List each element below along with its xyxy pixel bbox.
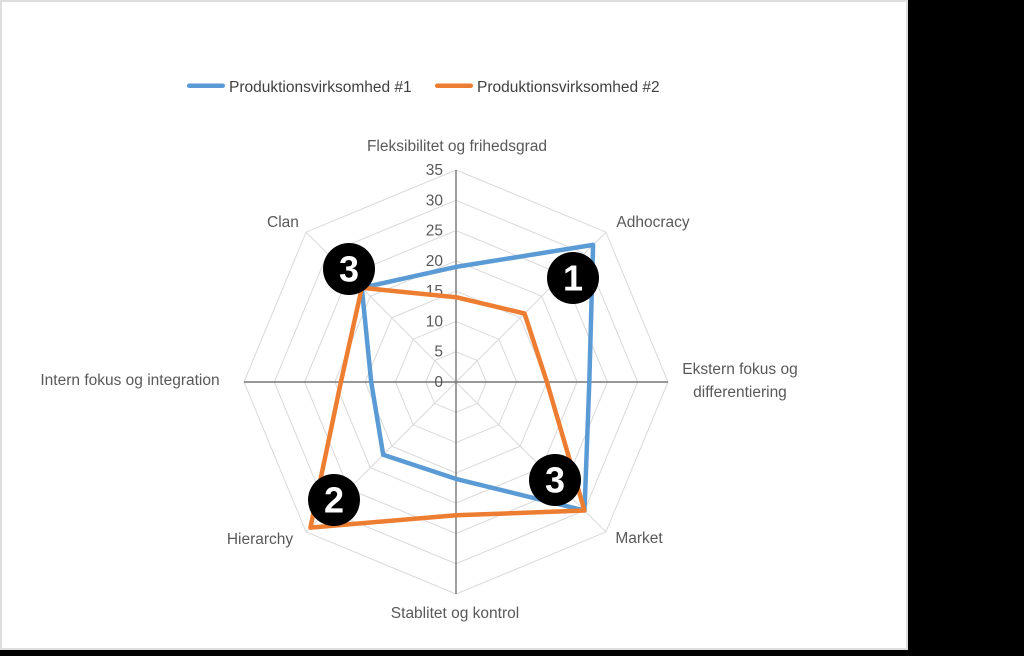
annotation-badge-3-market: 3 [529, 454, 581, 506]
badge-number: 3 [545, 460, 565, 501]
legend-swatch-series-1 [187, 83, 225, 88]
annotation-badge-2-hierarchy: 2 [308, 474, 360, 526]
badge-circle [308, 474, 360, 526]
legend-label-series-2: Produktionsvirksomhed #2 [477, 79, 660, 96]
annotation-badge-1-adhocracy: 1 [547, 252, 599, 304]
axis-label-adhocracy: Adhocracy [616, 214, 689, 231]
axis-label-market: Market [615, 530, 663, 547]
axis-label-fleksibilitet-og-frihedsgrad: Fleksibilitet og frihedsgrad [367, 138, 547, 155]
badge-circle [529, 454, 581, 506]
axis-label-intern-fokus-og-integration: Intern fokus og integration [40, 372, 219, 389]
axis-layer [244, 170, 668, 594]
axis-label-clan: Clan [267, 214, 299, 231]
tick-label-30: 30 [426, 192, 444, 209]
axis-label-ekstern-fokus-og: Ekstern fokus og [682, 361, 797, 378]
series-line-produktionsvirksomhed-2 [308, 285, 587, 530]
badge-number: 1 [563, 258, 583, 299]
annotation-badges: 3 1 3 2 [308, 243, 599, 526]
tick-label-20: 20 [426, 253, 444, 270]
tick-label-35: 35 [426, 162, 443, 179]
tick-label-0: 0 [434, 374, 443, 391]
tick-label-10: 10 [426, 313, 444, 330]
badge-number: 2 [324, 480, 344, 521]
badge-circle [323, 243, 375, 295]
axis-label-stablitet-og-kontrol: Stablitet og kontrol [391, 605, 519, 622]
grid-spoke-3 [455, 381, 607, 533]
axis-label-hierarchy: Hierarchy [227, 531, 294, 548]
axis-label-ekstern-fokus-og-line2: differentiering [693, 384, 787, 401]
legend: Produktionsvirksomhed #1 Produktionsvirk… [187, 79, 660, 96]
tick-label-5: 5 [434, 344, 443, 361]
badge-number: 3 [339, 249, 359, 290]
legend-label-series-1: Produktionsvirksomhed #1 [229, 79, 412, 96]
axis-labels: Fleksibilitet og frihedsgradAdhocracyEks… [40, 138, 797, 622]
legend-swatch-series-2 [435, 83, 473, 88]
tick-label-25: 25 [426, 223, 443, 240]
annotation-badge-3-clan: 3 [323, 243, 375, 295]
badge-circle [547, 252, 599, 304]
